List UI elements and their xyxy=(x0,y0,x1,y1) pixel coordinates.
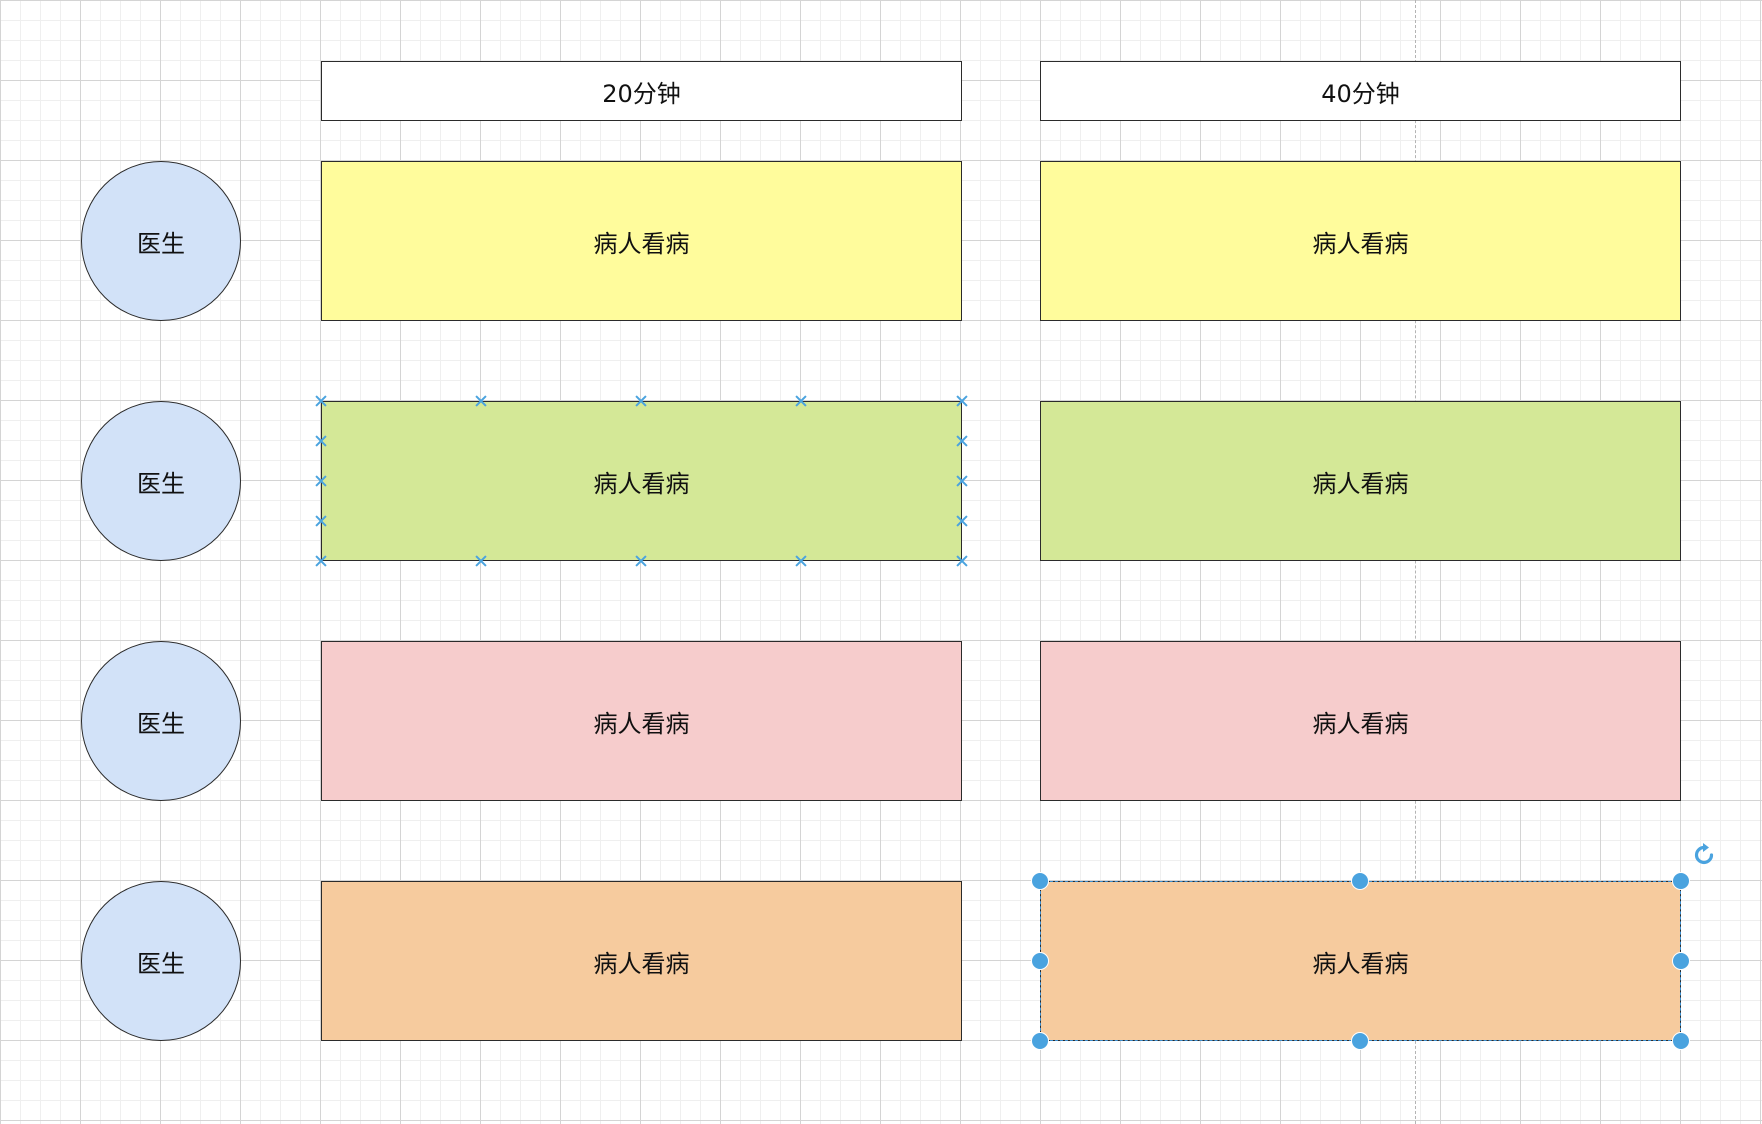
patient-visit-label: 病人看病 xyxy=(1312,949,1409,978)
patient-visit-label: 病人看病 xyxy=(1312,469,1409,498)
column-header-40min[interactable]: 40分钟 xyxy=(1040,61,1681,121)
doctor-circle[interactable]: 医生 xyxy=(81,881,241,1041)
patient-visit-label: 病人看病 xyxy=(1312,229,1409,258)
resize-handle-bottom[interactable] xyxy=(1351,1032,1369,1050)
rotate-icon[interactable] xyxy=(1691,842,1717,868)
doctor-label: 医生 xyxy=(137,229,185,258)
alignment-guide-line xyxy=(1415,0,1416,1124)
patient-visit-label: 病人看病 xyxy=(593,949,690,978)
resize-handle-top-right[interactable] xyxy=(1672,872,1690,890)
resize-handle-bottom-left[interactable] xyxy=(1031,1032,1049,1050)
patient-visit-box[interactable]: 病人看病 xyxy=(1040,161,1681,321)
patient-visit-box[interactable]: 病人看病 xyxy=(321,641,962,801)
resize-handle-right[interactable] xyxy=(1672,952,1690,970)
doctor-label: 医生 xyxy=(137,709,185,738)
column-header-20min[interactable]: 20分钟 xyxy=(321,61,962,121)
column-header-label: 40分钟 xyxy=(1321,79,1400,108)
doctor-label: 医生 xyxy=(137,949,185,978)
resize-handle-top-left[interactable] xyxy=(1031,872,1049,890)
doctor-circle[interactable]: 医生 xyxy=(81,401,241,561)
patient-visit-box-selected[interactable]: 病人看病 xyxy=(1040,881,1681,1041)
resize-handle-top[interactable] xyxy=(1351,872,1369,890)
patient-visit-label: 病人看病 xyxy=(593,229,690,258)
doctor-label: 医生 xyxy=(137,469,185,498)
resize-handle-left[interactable] xyxy=(1031,952,1049,970)
patient-visit-box[interactable]: 病人看病 xyxy=(1040,401,1681,561)
column-header-label: 20分钟 xyxy=(602,79,681,108)
patient-visit-label: 病人看病 xyxy=(593,469,690,498)
patient-visit-box[interactable]: 病人看病 xyxy=(1040,641,1681,801)
patient-visit-label: 病人看病 xyxy=(593,709,690,738)
doctor-circle[interactable]: 医生 xyxy=(81,161,241,321)
doctor-circle[interactable]: 医生 xyxy=(81,641,241,801)
resize-handle-bottom-right[interactable] xyxy=(1672,1032,1690,1050)
patient-visit-label: 病人看病 xyxy=(1312,709,1409,738)
patient-visit-box[interactable]: 病人看病 xyxy=(321,881,962,1041)
patient-visit-box-hovered[interactable]: 病人看病 xyxy=(321,401,962,561)
patient-visit-box[interactable]: 病人看病 xyxy=(321,161,962,321)
